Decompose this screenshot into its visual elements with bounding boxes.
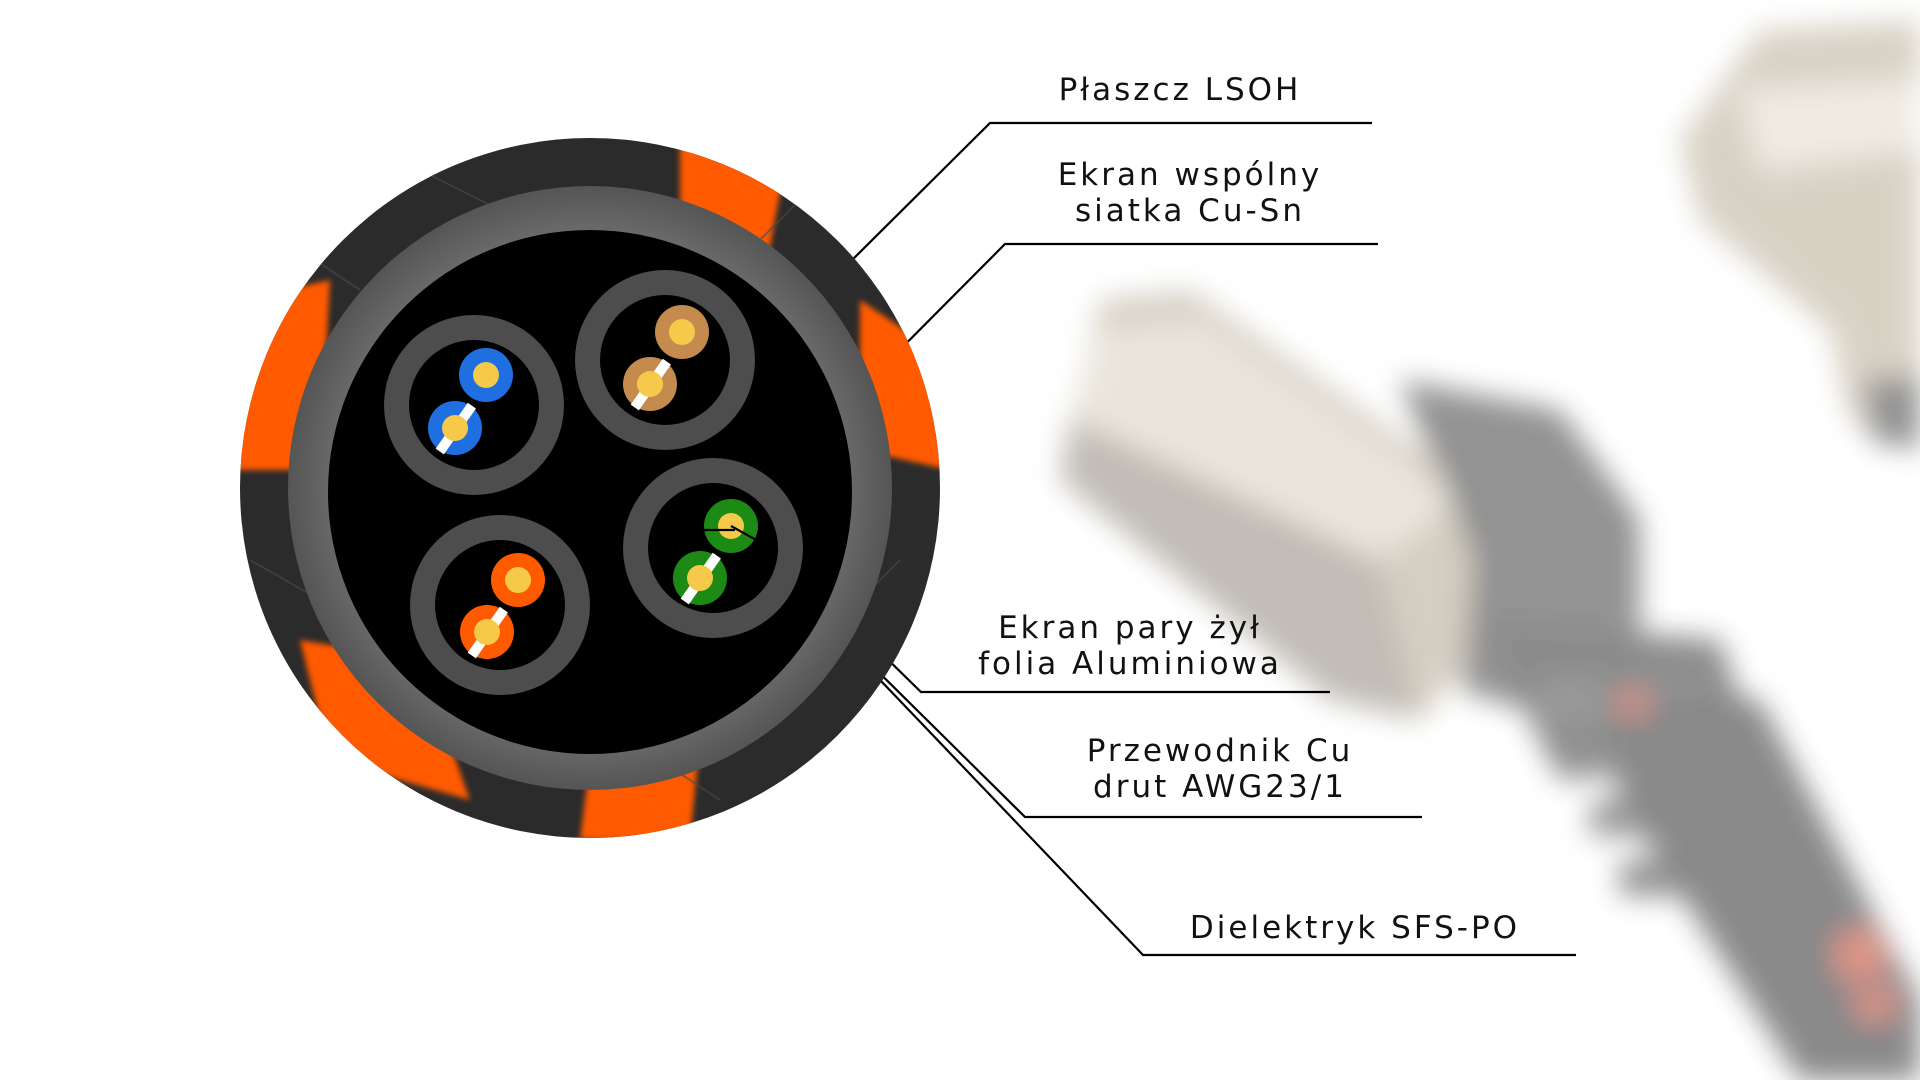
leader-line-pair-ends [700,525,779,569]
label-common-shield-line2: siatka Cu-Sn [1075,193,1305,229]
pair-green [623,458,803,638]
label-conductor-line1: Przewodnik Cu [1086,733,1354,769]
pair-brown [575,270,755,450]
blurred-connector-background [1060,20,1920,1080]
label-jacket: Płaszcz LSOH [1030,72,1330,108]
label-pair-shield-line1: Ekran pary żył [998,610,1262,646]
pair-orange [410,515,590,695]
label-dielectric-text: Dielektryk SFS-PO [1189,910,1521,946]
label-conductor-line2: drut AWG23/1 [1093,769,1347,805]
label-common-shield: Ekran wspólny siatka Cu-Sn [1030,157,1350,229]
pair-blue [384,315,564,495]
label-dielectric: Dielektryk SFS-PO [1150,910,1560,946]
label-pair-shield-line2: folia Aluminiowa [978,646,1282,682]
leader-line-dielectric [772,567,1576,957]
leader-line-jacket [839,121,1372,273]
label-pair-shield: Ekran pary żył folia Aluminiowa [950,610,1310,682]
label-jacket-text: Płaszcz LSOH [1058,72,1302,108]
label-common-shield-line1: Ekran wspólny [1057,157,1323,193]
label-conductor: Przewodnik Cu drut AWG23/1 [1050,733,1390,805]
